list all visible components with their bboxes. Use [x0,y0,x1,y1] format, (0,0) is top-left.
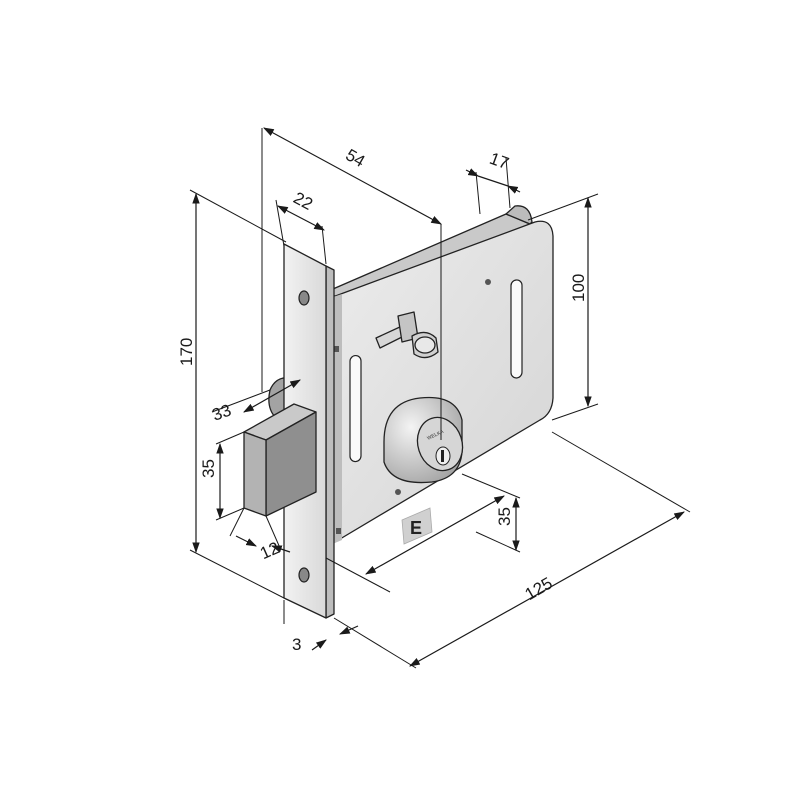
dim-label-backset-35: 35 [495,507,514,526]
deadbolt [243,403,317,517]
rivets [334,279,491,534]
dim-line-125 [409,511,685,667]
screw-hole-top [298,290,310,306]
lock-case-back-edge [505,205,533,225]
dimension-lines [192,127,685,667]
cylinder-face [416,416,464,472]
dim-label-54: 54 [342,145,368,171]
dim-line-17 [465,168,479,177]
dim-label-3: 3 [292,635,301,654]
key-cylinder: WELKA [383,396,464,484]
mounting-slot-right [510,279,523,379]
e-label: E [410,518,422,538]
dim-label-125: 125 [522,573,556,604]
wing-lever [375,311,439,359]
rivet-hole [395,489,401,495]
dim-line-22 [277,205,325,231]
dim-label-12: 12 [257,538,282,563]
deadbolt-face [243,431,267,517]
mounting-slot-left [349,354,362,463]
dim-line-17b [507,185,521,194]
dim-line-12 [235,535,257,547]
dim-line-33 [243,379,301,413]
dim-label-100: 100 [569,274,588,302]
dim-label-170: 170 [177,338,196,366]
front-plate-side [325,265,335,619]
rivet-hole [485,279,491,285]
mounting-slots [349,279,523,463]
dim-label-22: 22 [290,188,316,214]
keyhole-icon [441,450,444,462]
dim-label-17: 17 [487,149,511,173]
rivet-square [334,346,339,352]
rivet-square [336,528,341,534]
dim-label-bolt-35: 35 [199,459,218,478]
dim-label-33: 33 [210,400,234,424]
screw-hole-bottom [298,567,310,583]
dim-line-54 [263,127,442,225]
dim-line-3 [311,639,327,651]
